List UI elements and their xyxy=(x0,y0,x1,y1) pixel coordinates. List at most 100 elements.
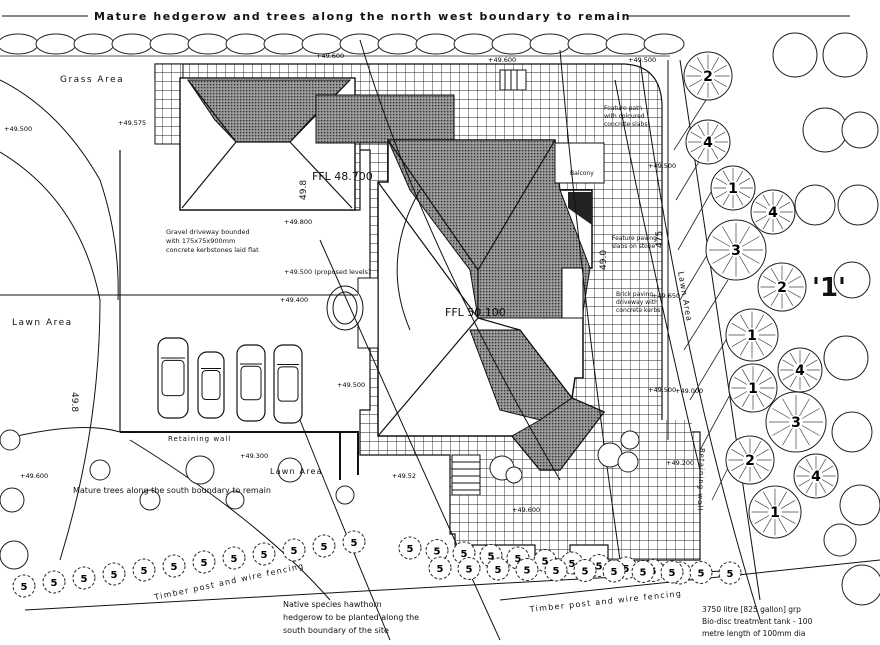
hawthorn-note-1: Native species hawthorn xyxy=(283,600,382,609)
east-tree: 1 xyxy=(710,165,756,211)
svg-text:5: 5 xyxy=(495,565,502,576)
hedge-oval xyxy=(339,33,381,55)
tree-marker: 3 xyxy=(791,415,801,431)
east-tree: 3 xyxy=(765,391,827,453)
east-tree: 4 xyxy=(793,453,839,499)
hedge-plant: 5 xyxy=(486,557,510,581)
spot-level: +49.500 xyxy=(628,56,656,64)
retaining-wall-east-label: Retaining wall xyxy=(696,448,706,511)
east-tree: 1 xyxy=(725,308,779,362)
hedge-plant: 5 xyxy=(398,536,422,560)
tree-marker: 1 xyxy=(770,505,780,521)
hedge-oval xyxy=(35,33,77,55)
svg-text:5: 5 xyxy=(611,567,618,578)
tank-note-2: Bio-disc treatment tank - 100 xyxy=(702,617,813,626)
bay-feature xyxy=(326,277,379,349)
car-icon xyxy=(157,337,189,419)
spot-level: +49.500 xyxy=(648,386,676,394)
tree-marker: 4 xyxy=(811,469,821,485)
hawthorn-note-3: south boundary of the site xyxy=(283,626,389,635)
spot-level: +49.300 xyxy=(240,452,268,460)
hedge-oval xyxy=(263,33,305,55)
south-hedge-planting: 5555555555555555555555555555555555 xyxy=(12,530,742,598)
hedge-plant: 5 xyxy=(192,550,216,574)
tree-marker: 1 xyxy=(748,381,758,397)
dim-498-west: 49.8 xyxy=(69,392,79,412)
east-tree: 4 xyxy=(685,119,731,165)
svg-text:5: 5 xyxy=(437,564,444,575)
svg-text:5: 5 xyxy=(698,569,705,580)
hedge-plant: 5 xyxy=(72,566,96,590)
hedge-oval xyxy=(111,33,153,55)
tank-note-1: 3750 litre [825 gallon] grp xyxy=(702,605,801,614)
tree-crown xyxy=(823,335,869,381)
tree-crown xyxy=(837,184,879,226)
svg-text:5: 5 xyxy=(515,554,522,565)
east-tree: 1 xyxy=(728,363,778,413)
chimney-stack xyxy=(568,192,592,225)
hedge-plant: 5 xyxy=(689,561,713,584)
tree-marker: 4 xyxy=(768,205,778,221)
gravel-note-3: concrete kerbstones laid flat xyxy=(166,246,259,254)
tree-crown xyxy=(841,564,880,606)
svg-text:5: 5 xyxy=(351,538,358,549)
hedge-oval xyxy=(567,33,609,55)
gravel-note-2: with 175x75x900mm xyxy=(166,237,235,245)
hedge-plant: 5 xyxy=(342,530,366,554)
spot-level: +49.500 xyxy=(648,162,676,170)
east-note-3b: driveway with xyxy=(616,299,658,306)
dim-498: 49.8 xyxy=(299,180,309,200)
hedge-oval xyxy=(643,33,685,55)
hedge-plant: 5 xyxy=(312,534,336,558)
spot-level: +49.650 xyxy=(652,292,680,300)
spot-level: +49.600 xyxy=(488,56,516,64)
hedge-oval xyxy=(491,33,533,55)
north-steps xyxy=(499,69,527,91)
east-note-1a: Feature path xyxy=(604,105,642,112)
east-tree: 4 xyxy=(777,347,823,393)
main-house xyxy=(377,139,606,471)
svg-text:5: 5 xyxy=(488,552,495,563)
hedge-plant: 5 xyxy=(428,556,452,580)
entrance-steps xyxy=(451,454,481,496)
east-tree: 4 xyxy=(750,189,796,235)
dim-475: 475 xyxy=(655,231,665,248)
balcony xyxy=(554,142,605,184)
spot-level: +49.500 xyxy=(4,125,32,133)
svg-text:5: 5 xyxy=(261,550,268,561)
hedge-oval xyxy=(149,33,191,55)
tree-marker: 4 xyxy=(703,135,713,151)
east-tree: 2 xyxy=(683,51,733,101)
svg-text:5: 5 xyxy=(669,568,676,579)
tree-crown xyxy=(823,523,857,557)
hedge-oval xyxy=(73,33,115,55)
ffl-house-label: FFL 50.100 xyxy=(445,306,506,319)
tree-crown xyxy=(839,484,880,526)
hedge-plant: 5 xyxy=(631,560,655,583)
hedge-plant: 5 xyxy=(162,554,186,578)
car-icon xyxy=(197,351,225,419)
south-shrubs xyxy=(0,429,640,570)
spot-level: +49.800 xyxy=(284,218,312,226)
lawn-area-west-label: Lawn Area xyxy=(12,318,73,328)
svg-text:5: 5 xyxy=(553,566,560,577)
south-trees-label: Mature trees along the south boundary to… xyxy=(73,486,271,495)
dim-490: 49.0 xyxy=(599,250,609,270)
hedge-plant: 5 xyxy=(222,546,246,570)
east-note-3a: Brick paving xyxy=(616,291,653,298)
east-tree: 2 xyxy=(725,435,775,485)
hedge-oval xyxy=(453,33,495,55)
east-tree: 2 xyxy=(757,262,807,312)
east-tree: 1 xyxy=(748,485,802,539)
hedge-oval xyxy=(415,33,457,55)
tree-marker: 2 xyxy=(777,280,787,296)
hedge-oval xyxy=(377,33,419,55)
tree-crown xyxy=(841,111,879,149)
svg-text:5: 5 xyxy=(434,547,441,558)
spot-level: +49.500 xyxy=(337,381,365,389)
spot-level: +49.600 xyxy=(512,506,540,514)
east-note-1c: concrete slabs xyxy=(604,121,647,128)
spot-level: +49.600 xyxy=(20,472,48,480)
